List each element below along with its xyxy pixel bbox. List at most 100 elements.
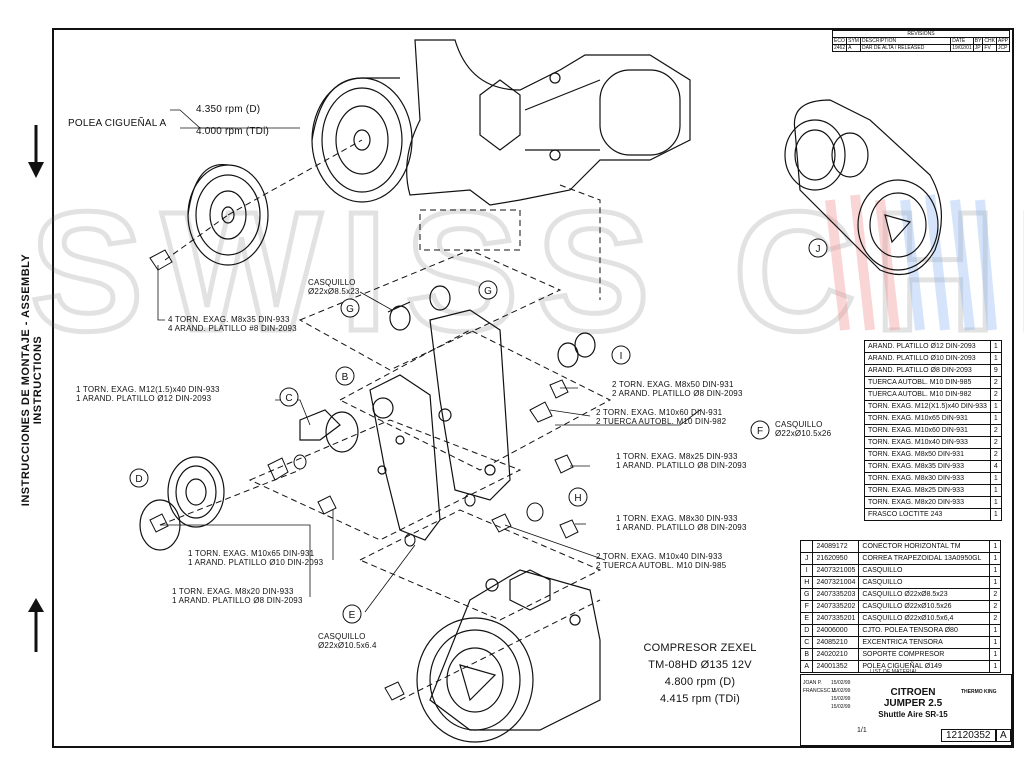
compressor-info: COMPRESOR ZEXEL TM-08HD Ø135 12V 4.800 r…	[643, 642, 757, 705]
bracket-b	[369, 374, 441, 541]
hardware-qty: 1	[989, 496, 1002, 509]
label-c: C	[285, 393, 292, 404]
label-g-1: G	[346, 304, 354, 315]
hardware-desc: TORN. EXAG. M8x50 DIN-931	[864, 448, 991, 461]
parts-item: H	[799, 576, 814, 589]
parts-item: G	[799, 588, 814, 601]
tensioner-pulley-d	[167, 456, 225, 528]
eccentric-c	[299, 409, 341, 441]
parts-item: D	[799, 624, 814, 637]
hardware-qty: 2	[989, 436, 1002, 449]
hardware-qty: 1	[989, 472, 1002, 485]
label-g-2: G	[484, 286, 492, 297]
title-block-dates: 15/02/99 15/02/99 15/02/99 15/02/99	[831, 680, 851, 710]
hardware-desc: TORN. EXAG. M10x60 DIN-931	[864, 424, 991, 437]
hardware-desc: TORN. EXAG. M12(X1.5)x40 DIN-933	[864, 400, 991, 413]
left-side-strip: INSTRUCCIONES DE MONTAJE - ASSEMBLY INST…	[0, 0, 52, 768]
parts-qty: 2	[989, 600, 1002, 613]
drawing-sheet	[52, 28, 1014, 748]
label-e: E	[349, 610, 356, 621]
parts-code: 24006000	[812, 624, 860, 637]
parts-code: 24001352	[812, 660, 860, 673]
parts-desc: SOPORTE COMPRESOR	[858, 648, 991, 661]
drawing-number: 12120352	[941, 729, 996, 742]
bracket-plate	[429, 309, 511, 501]
parts-code: 2407321005	[812, 564, 860, 577]
parts-item	[799, 540, 814, 553]
drawing-revision: A	[996, 729, 1011, 742]
label-h: H	[574, 493, 581, 504]
revisions-title: REVISIONS	[832, 30, 1010, 38]
arrow-up-icon	[28, 598, 44, 612]
hardware-desc: TORN. EXAG. M8x35 DIN-933	[864, 460, 991, 473]
list-of-material-label: LIST OF MATERIAL	[870, 669, 919, 675]
engine-cylinder	[599, 69, 681, 156]
hardware-qty: 1	[989, 352, 1002, 365]
parts-item: I	[799, 564, 814, 577]
parts-desc: CONECTOR HORIZONTAL TM	[858, 540, 991, 553]
title-block-names: JOAN P. FRANCESC V.	[803, 680, 837, 694]
pulley-a-name: POLEA CIGUEÑAL A	[68, 118, 167, 129]
hardware-desc: TORN. EXAG. M10x65 DIN-931	[864, 412, 991, 425]
hardware-desc: TUERCA AUTOBL. M10 DIN-982	[864, 388, 991, 401]
parts-desc: CASQUILLO Ø22xØ8.5x23	[858, 588, 991, 601]
compressor-zexel	[416, 569, 601, 743]
arrow-down-icon	[28, 162, 44, 178]
parts-code: 21620950	[812, 552, 860, 565]
hardware-qty: 1	[989, 508, 1002, 521]
parts-desc: CASQUILLO	[858, 564, 991, 577]
parts-qty: 2	[989, 612, 1002, 625]
parts-desc: CJTO. POLEA TENSORA Ø80	[858, 624, 991, 637]
hardware-desc: ARAND. PLATILLO Ø8 DIN-2093	[864, 364, 991, 377]
hardware-desc: TORN. EXAG. M8x30 DIN-933	[864, 472, 991, 485]
parts-code: 24085210	[812, 636, 860, 649]
title-block: JOAN P. FRANCESC V. 15/02/99 15/02/99 15…	[800, 674, 1012, 746]
parts-item: E	[799, 612, 814, 625]
parts-qty: 2	[989, 588, 1002, 601]
parts-item: A	[799, 660, 814, 673]
label-f: F	[757, 426, 763, 437]
parts-item: F	[799, 600, 814, 613]
hardware-desc: ARAND. PLATILLO Ø10 DIN-2093	[864, 352, 991, 365]
hardware-qty: 9	[989, 364, 1002, 377]
parts-code: 2407335203	[812, 588, 860, 601]
hardware-qty: 2	[989, 376, 1002, 389]
scale-value: 1/1	[857, 727, 867, 734]
label-b: B	[342, 372, 349, 383]
parts-desc: EXCENTRICA TENSORA	[858, 636, 991, 649]
hardware-qty: 1	[989, 400, 1002, 413]
hardware-desc: TORN. EXAG. M10x40 DIN-933	[864, 436, 991, 449]
parts-item: J	[799, 552, 814, 565]
parts-desc: CASQUILLO Ø22xØ10.5x6,4	[858, 612, 991, 625]
hardware-desc: TUERCA AUTOBL. M10 DIN-985	[864, 376, 991, 389]
title-block-title: CITROEN JUMPER 2.5 Shuttle Aire SR-15	[878, 687, 948, 719]
parts-desc: CASQUILLO Ø22xØ10.5x26	[858, 600, 991, 613]
parts-qty: 1	[989, 552, 1002, 565]
parts-desc: CORREA TRAPEZOIDAL 13A0950GL	[858, 552, 991, 565]
hardware-qty: 1	[989, 340, 1002, 353]
label-d: D	[135, 474, 142, 485]
